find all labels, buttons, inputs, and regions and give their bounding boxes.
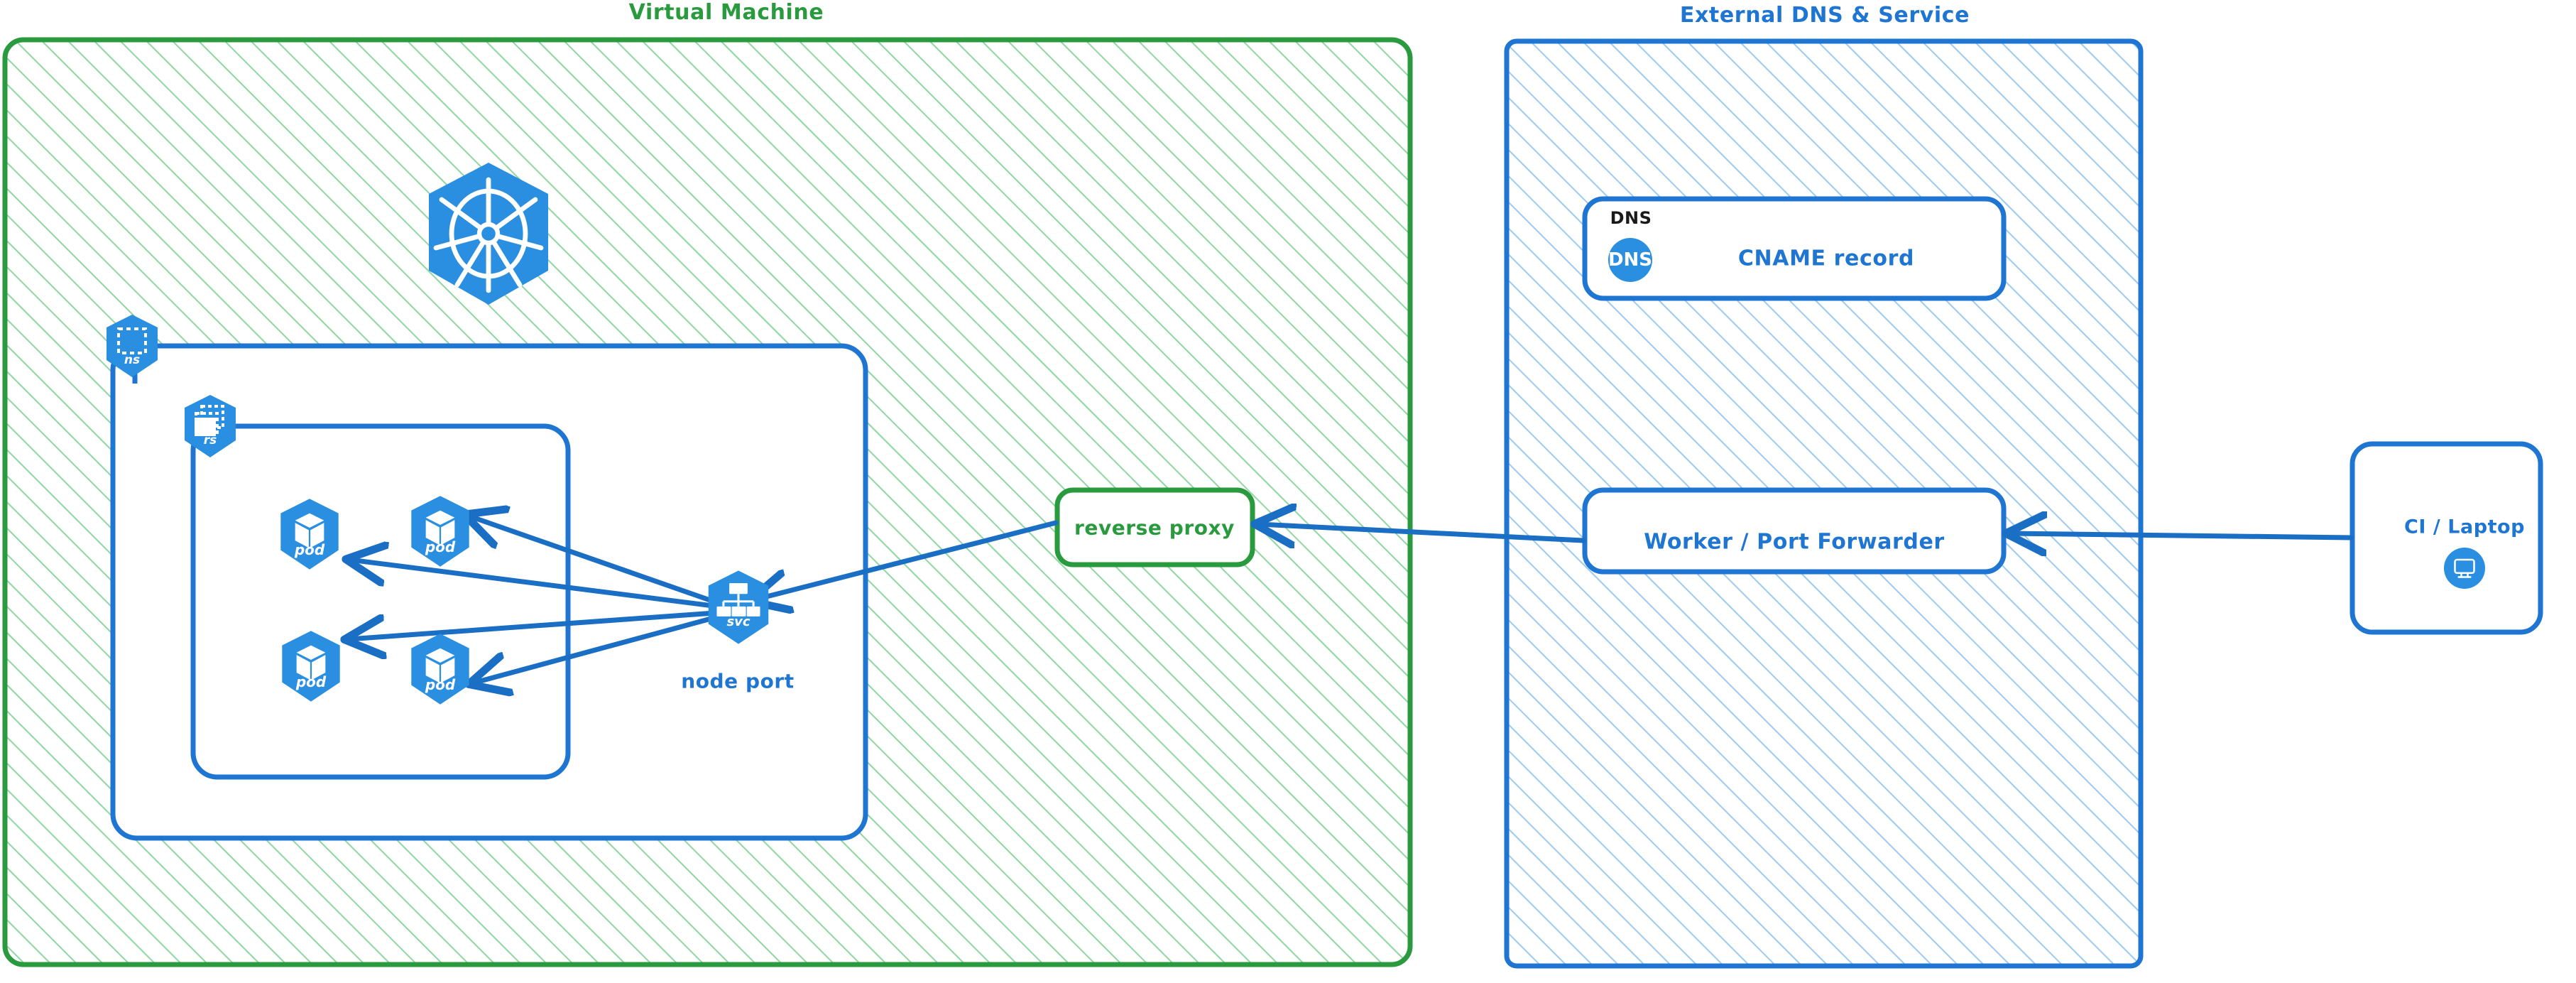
ci-laptop-label: CI / Laptop — [2404, 516, 2525, 538]
vm-panel-title: Virtual Machine — [628, 0, 824, 25]
replicaset-container-shape — [190, 423, 571, 780]
svc-to-pod-arrows — [348, 516, 727, 683]
ci-laptop-box-shape — [2349, 441, 2543, 635]
replicaset-icon: rs — [180, 393, 240, 459]
pod-icon-3: pod — [277, 629, 345, 703]
dns-box-shape — [1582, 196, 2007, 301]
namespace-icon: ns — [102, 313, 162, 379]
pod-icon-2: pod — [406, 494, 474, 568]
pod-icon-1: pod — [275, 497, 344, 571]
dns-box-corner-label: DNS — [1610, 208, 1652, 228]
service-icon: svc — [703, 569, 774, 646]
node-port-caption: node port — [681, 669, 795, 693]
desktop-monitor-icon — [2444, 548, 2485, 589]
dns-badge-icon: DNS — [1608, 238, 1652, 282]
pod-icon-4: pod — [406, 632, 474, 706]
kubernetes-logo — [417, 160, 560, 309]
worker-port-forwarder-label[interactable]: Worker / Port Forwarder — [1644, 529, 1945, 555]
cname-record-label[interactable]: CNAME record — [1737, 246, 1915, 271]
reverse-proxy-label[interactable]: reverse proxy — [1074, 516, 1235, 540]
external-panel-title: External DNS & Service — [1679, 3, 1970, 28]
ci-laptop-to-worker-arrow — [2009, 533, 2354, 538]
reverse-proxy-to-svc-arrow — [753, 520, 1059, 600]
dns-badge-text: DNS — [1608, 249, 1653, 271]
worker-to-reverse-proxy-arrow — [1258, 524, 1586, 541]
